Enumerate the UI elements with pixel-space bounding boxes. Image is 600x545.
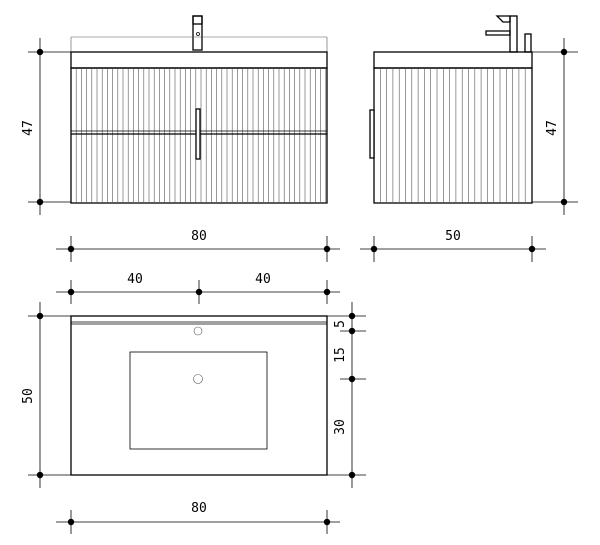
front-view [70, 15, 328, 204]
top-view [70, 315, 328, 476]
top-dim-15-label: 15 [333, 347, 348, 363]
front-height-dimension: 47 [21, 38, 71, 215]
front-height-label: 47 [21, 120, 36, 136]
side-height-label: 47 [545, 120, 560, 136]
side-depth-label: 50 [445, 229, 461, 244]
drain-icon [193, 374, 203, 384]
top-right-half-label: 40 [255, 272, 271, 287]
front-width-dimension: 80 [56, 229, 340, 262]
top-dim-30-label: 30 [333, 419, 348, 435]
top-outline [70, 315, 328, 476]
side-countertop [373, 51, 533, 69]
front-cabinet [70, 67, 328, 204]
front-fluting [75, 69, 327, 202]
side-depth-dimension: 50 [360, 229, 546, 262]
top-width-label: 80 [191, 501, 207, 516]
front-width-label: 80 [191, 229, 207, 244]
faucet-hole-icon [193, 326, 203, 336]
faucet-side-icon [485, 15, 532, 53]
faucet-icon [192, 15, 203, 51]
side-view [369, 15, 533, 204]
top-halves-dimension: 40 40 [56, 272, 340, 304]
front-handle [195, 108, 201, 160]
top-right-dimensions: 5 15 30 [327, 302, 366, 488]
top-depth-dimension: 50 [21, 302, 71, 488]
top-depth-label: 50 [21, 388, 36, 404]
side-height-dimension: 47 [532, 38, 578, 215]
side-handle [369, 109, 375, 159]
top-width-dimension: 80 [56, 501, 340, 534]
top-left-half-label: 40 [127, 272, 143, 287]
side-fluting [379, 69, 526, 202]
top-dim-5-label: 5 [333, 320, 348, 328]
side-cabinet [373, 67, 533, 204]
front-countertop [70, 51, 328, 69]
basin [129, 351, 268, 450]
